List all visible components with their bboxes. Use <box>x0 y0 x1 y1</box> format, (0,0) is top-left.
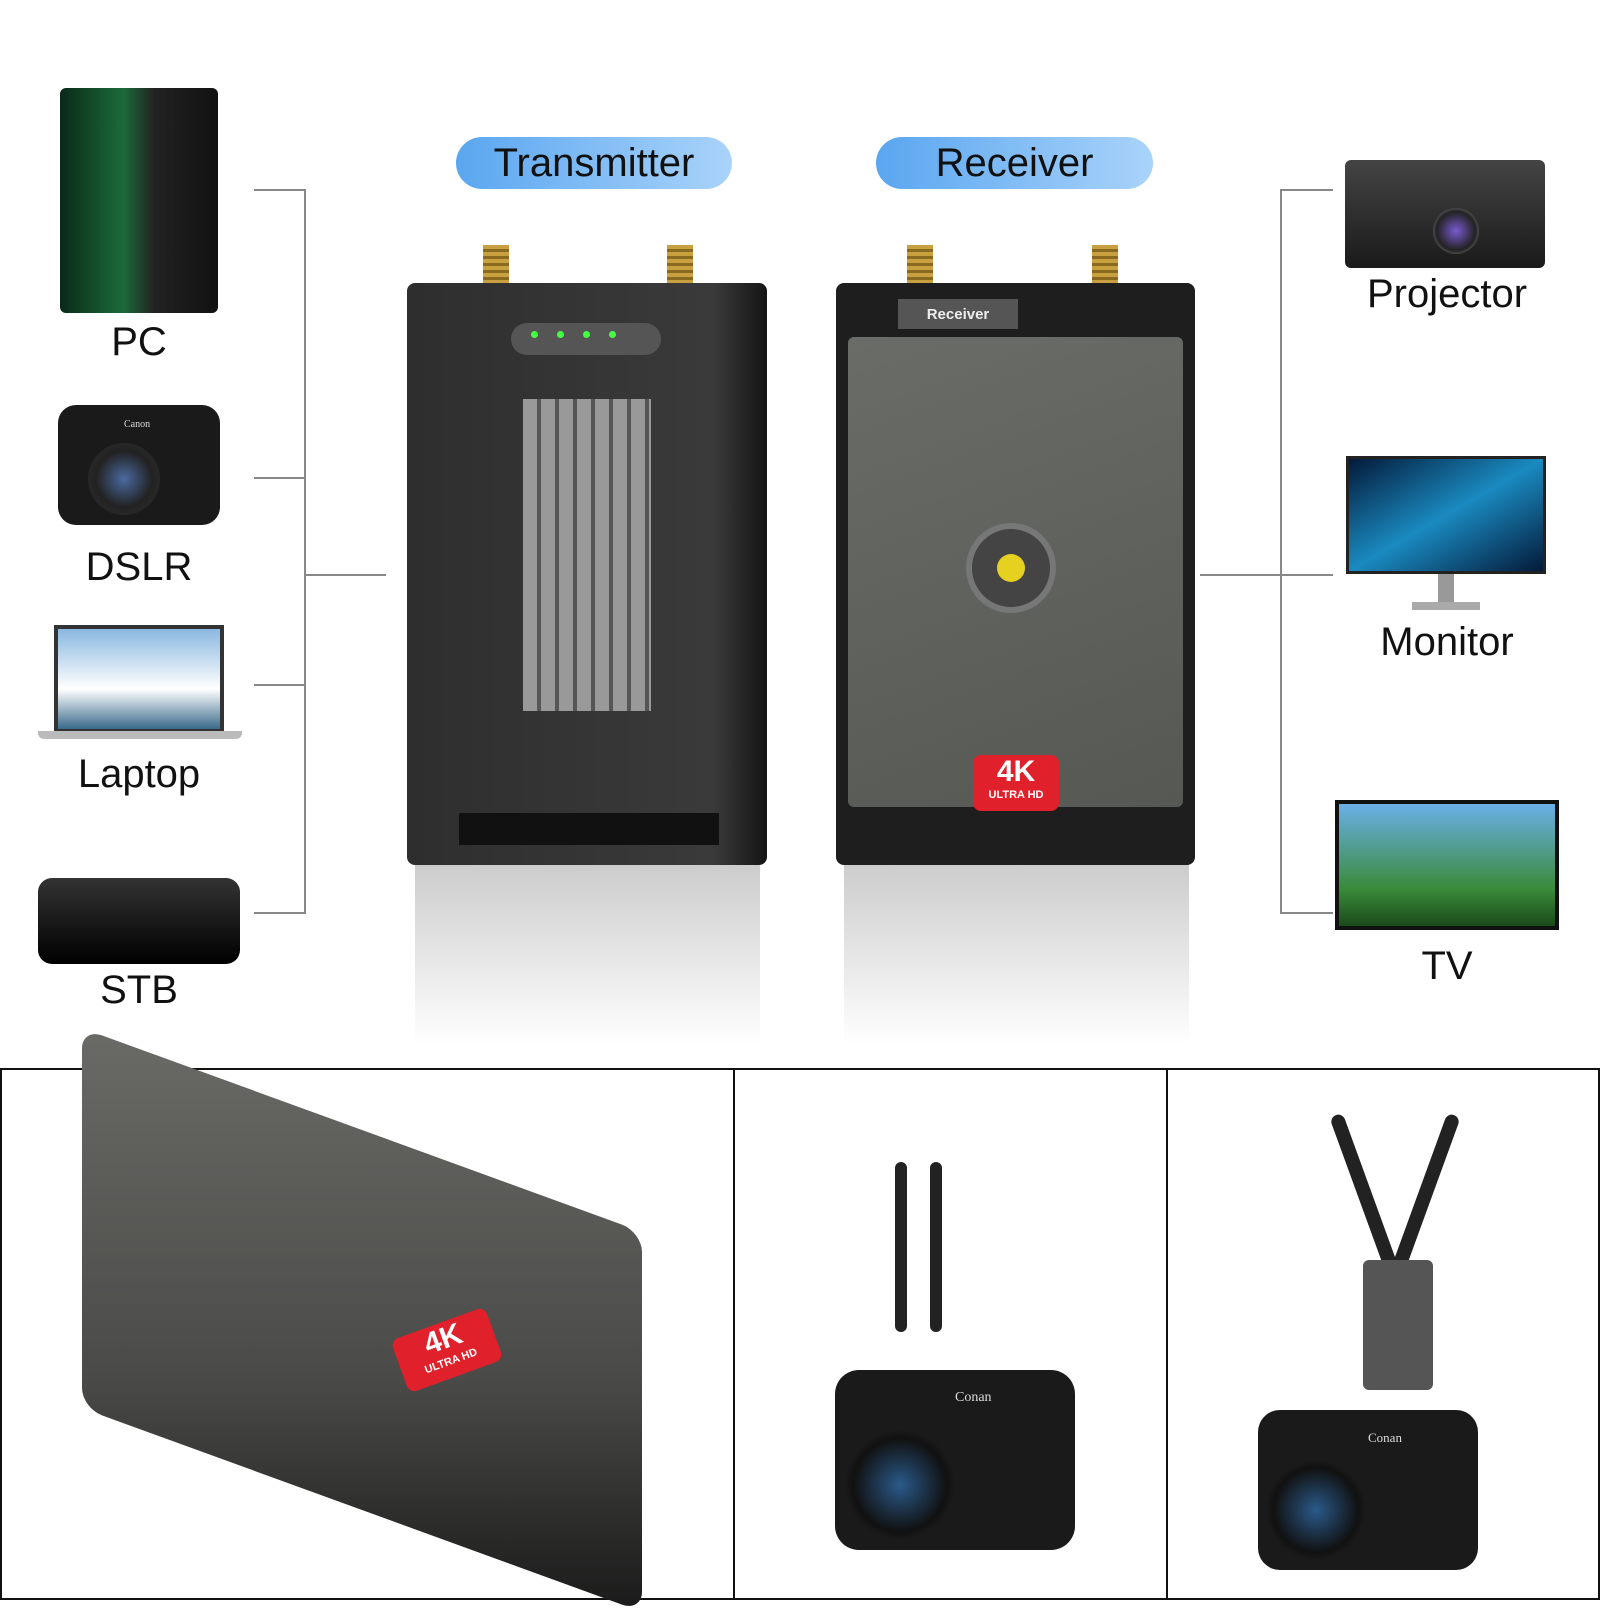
connector-line <box>1280 912 1333 914</box>
connector-line <box>1280 189 1282 914</box>
camera-brand: Conan <box>955 1390 992 1405</box>
antenna <box>1329 1112 1401 1278</box>
connector-line <box>254 477 305 479</box>
badge-sub: ULTRA HD <box>988 789 1044 801</box>
reflection <box>844 865 1189 1045</box>
connector-line <box>304 574 386 576</box>
camera-photo: Conan <box>1258 1410 1478 1570</box>
stb-icon <box>38 878 240 964</box>
source-label-stb: STB <box>100 968 178 1012</box>
connector-line <box>254 912 305 914</box>
connector-line <box>1280 574 1333 576</box>
antenna <box>895 1162 907 1332</box>
display-label-monitor: Monitor <box>1380 620 1514 664</box>
panel-camera-top-mount: Conan <box>733 1068 1168 1600</box>
connector-line <box>254 189 305 191</box>
camera-brand: Conan <box>1368 1430 1402 1445</box>
receiver-header: Receiver <box>876 137 1153 189</box>
receiver-photo <box>1363 1260 1433 1390</box>
battery-plate <box>523 399 651 711</box>
source-label-pc: PC <box>111 320 167 364</box>
dslr-icon: Canon <box>58 405 220 525</box>
panel-device-angle: 4K ULTRA HD <box>0 1028 735 1612</box>
tv-icon <box>1335 800 1559 940</box>
badge-main: 4K <box>996 755 1036 788</box>
connector-line <box>1280 189 1333 191</box>
source-label-dslr: DSLR <box>85 545 193 589</box>
battery-contacts <box>459 813 719 845</box>
antenna <box>1389 1112 1461 1278</box>
connector-line <box>304 189 306 914</box>
transmitter-header: Transmitter <box>456 137 732 189</box>
led-indicators <box>511 323 661 355</box>
mount-button <box>966 523 1056 613</box>
projector-icon <box>1345 160 1545 268</box>
connector-line <box>1200 574 1282 576</box>
4k-badge: 4K ULTRA HD <box>973 755 1059 811</box>
display-label-projector: Projector <box>1366 272 1528 316</box>
antenna <box>930 1162 942 1332</box>
dslr-brand: Canon <box>124 419 151 430</box>
laptop-icon <box>38 625 242 743</box>
display-label-tv: TV <box>1421 944 1473 988</box>
device-photo <box>82 1028 642 1612</box>
reflection <box>415 865 760 1045</box>
monitor-icon <box>1346 456 1546 612</box>
receiver-device: Receiver 4K ULTRA HD <box>836 283 1195 865</box>
camera-photo: Conan <box>835 1370 1075 1550</box>
source-label-laptop: Laptop <box>77 752 201 796</box>
transmitter-device <box>407 283 767 865</box>
panel-camera-receiver-mount: Conan <box>1166 1068 1600 1600</box>
pc-tower-icon <box>60 88 218 313</box>
receiver-tag: Receiver <box>898 299 1018 329</box>
connector-line <box>254 684 305 686</box>
